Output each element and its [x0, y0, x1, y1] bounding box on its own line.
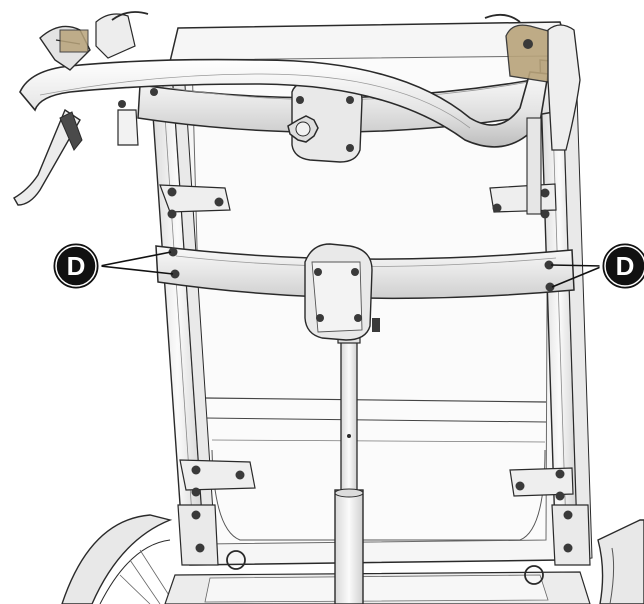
right-wheel: [597, 519, 644, 604]
ring-pin-icon: [226, 550, 246, 570]
brake-lever-icon[interactable]: [13, 11, 149, 206]
callout-pointers: [99, 251, 604, 288]
hex-bolt-icon: [191, 487, 201, 497]
hex-bolt-icon: [540, 209, 550, 219]
hex-bolt-icon: [492, 203, 502, 213]
left-rail-foot: [177, 504, 246, 570]
left-upper-bracket: [159, 184, 231, 219]
callout-right-label: D: [616, 251, 635, 281]
ring-pin-icon: [524, 565, 544, 585]
star-knob-icon[interactable]: [287, 115, 319, 143]
callout-left: D: [50, 240, 102, 292]
seat-base: [164, 571, 591, 604]
left-wheel: [61, 514, 173, 604]
hex-bolt-icon: [540, 188, 550, 198]
upper-mount-block: [291, 79, 363, 163]
hex-bolt-icon: [214, 197, 224, 207]
callout-left-label: D: [67, 251, 86, 281]
lower-mount-block: [304, 243, 380, 341]
right-rail-foot: [524, 504, 591, 585]
right-brake-icon[interactable]: [484, 13, 581, 215]
hex-bolt-icon: [167, 187, 177, 197]
lower-bar-left-bolts: [168, 247, 180, 279]
left-lower-bracket: [179, 459, 256, 497]
hex-bolt-icon: [191, 465, 201, 475]
hex-bolt-icon: [515, 481, 525, 491]
push-handle[interactable]: [19, 58, 549, 148]
hex-bolt-icon: [235, 470, 245, 480]
lower-bar-right-bolts: [544, 260, 555, 292]
hex-bolt-icon: [555, 469, 565, 479]
hex-bolt-icon: [167, 209, 177, 219]
hex-bolt-icon: [555, 491, 565, 501]
callout-right: D: [599, 240, 644, 292]
right-lower-bracket: [509, 467, 574, 501]
